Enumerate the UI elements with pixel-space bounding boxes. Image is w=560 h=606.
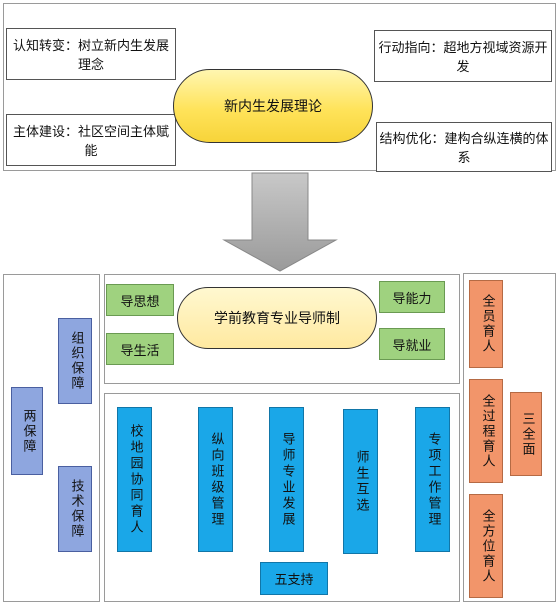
three-comprehensives: 三全面 [510, 392, 542, 476]
box-action: 行动指向：超地方视域资源开发 [374, 30, 552, 82]
support-mutual-selection: 师生互选 [343, 409, 378, 554]
whole-process-education: 全过程育人 [469, 379, 503, 483]
all-round-education: 全方位育人 [469, 494, 503, 598]
support-mentor-development: 导师专业发展 [269, 407, 304, 552]
support-collaboration: 校地园协同育人 [117, 407, 152, 552]
support-class-management: 纵向班级管理 [198, 407, 233, 552]
technology-guarantee: 技术保障 [58, 466, 92, 552]
guide-thought: 导思想 [106, 284, 174, 316]
box-subject: 主体建设：社区空间主体赋能 [6, 114, 176, 166]
down-arrow-icon [222, 172, 338, 272]
box-cognition: 认知转变：树立新内生发展理念 [6, 28, 176, 80]
guide-life: 导生活 [106, 333, 174, 365]
support-special-work: 专项工作管理 [415, 407, 450, 552]
box-structure: 结构优化：建构合纵连横的体系 [376, 122, 552, 172]
theory-pill: 新内生发展理论 [173, 69, 373, 143]
five-supports: 五支持 [260, 562, 328, 595]
all-staff-education: 全员育人 [469, 280, 503, 368]
two-guarantees: 两保障 [11, 387, 43, 475]
guide-ability: 导能力 [379, 281, 445, 313]
mentor-system-pill: 学前教育专业导师制 [177, 287, 377, 349]
organization-guarantee: 组织保障 [58, 318, 92, 404]
guide-employment: 导就业 [379, 328, 445, 360]
